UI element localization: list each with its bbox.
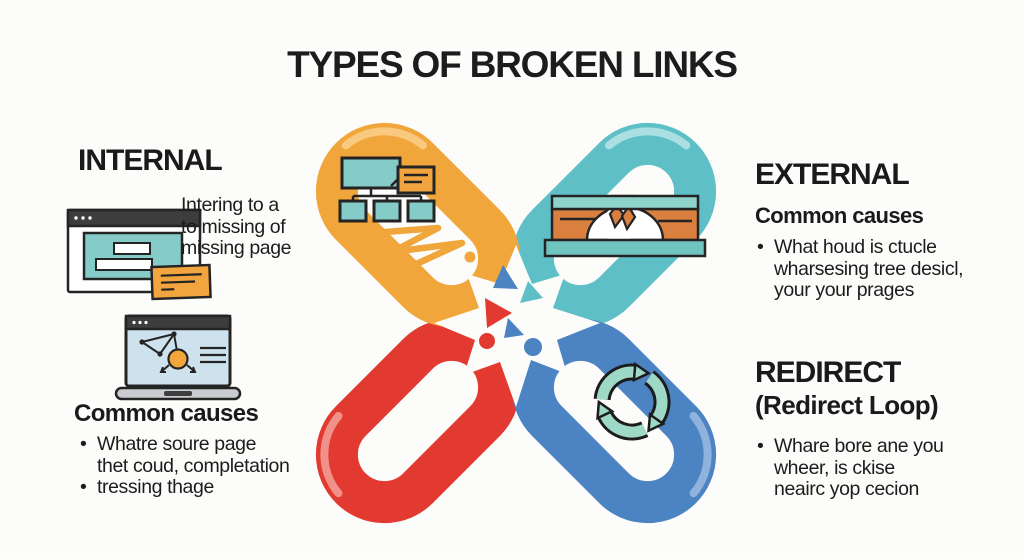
internal-causes-list: • Whatre soure page thet coud, completat… [80, 433, 290, 499]
debris-shards [479, 264, 556, 356]
note-tag-icon [150, 263, 212, 301]
internal-causes-heading: Common causes [74, 400, 259, 427]
bullet-icon: • [80, 476, 87, 498]
network-graph-icon [139, 331, 226, 373]
external-heading: EXTERNAL [755, 158, 910, 191]
page-title: TYPES OF BROKEN LINKS [287, 44, 738, 85]
external-causes-heading: Common causes [755, 203, 924, 228]
bullet-icon: • [757, 236, 764, 258]
bullet-icon: • [757, 435, 764, 457]
redirect-heading: REDIRECT [755, 356, 901, 389]
redirect-causes-list: • Whare bore ane you wheer, is ckise nea… [757, 435, 944, 501]
list-item: • Whatre soure page thet coud, completat… [80, 433, 290, 477]
list-item: • tressing thage [80, 476, 214, 498]
sitemap-flowchart-icon [338, 156, 436, 223]
list-item: • Whare bore ane you wheer, is ckise nea… [757, 435, 944, 500]
list-item: • What houd is ctucle wharsesing tree de… [757, 236, 964, 301]
internal-description: Intering to a to missing of missing page [181, 194, 292, 259]
laptop-analytics-icon [114, 314, 242, 401]
browser-titlebar [66, 208, 202, 228]
shatter-gap [434, 245, 600, 407]
broken-chain-x-graphic [315, 122, 717, 524]
broken-bridge-icon [543, 194, 707, 258]
browser-window-icon [66, 208, 212, 301]
internal-heading: INTERNAL [78, 144, 223, 177]
bullet-icon: • [80, 433, 87, 455]
zigzag-spark-icon [381, 224, 476, 270]
external-causes-list: • What houd is ctucle wharsesing tree de… [757, 236, 964, 302]
redirect-subheading: (Redirect Loop) [755, 390, 939, 420]
